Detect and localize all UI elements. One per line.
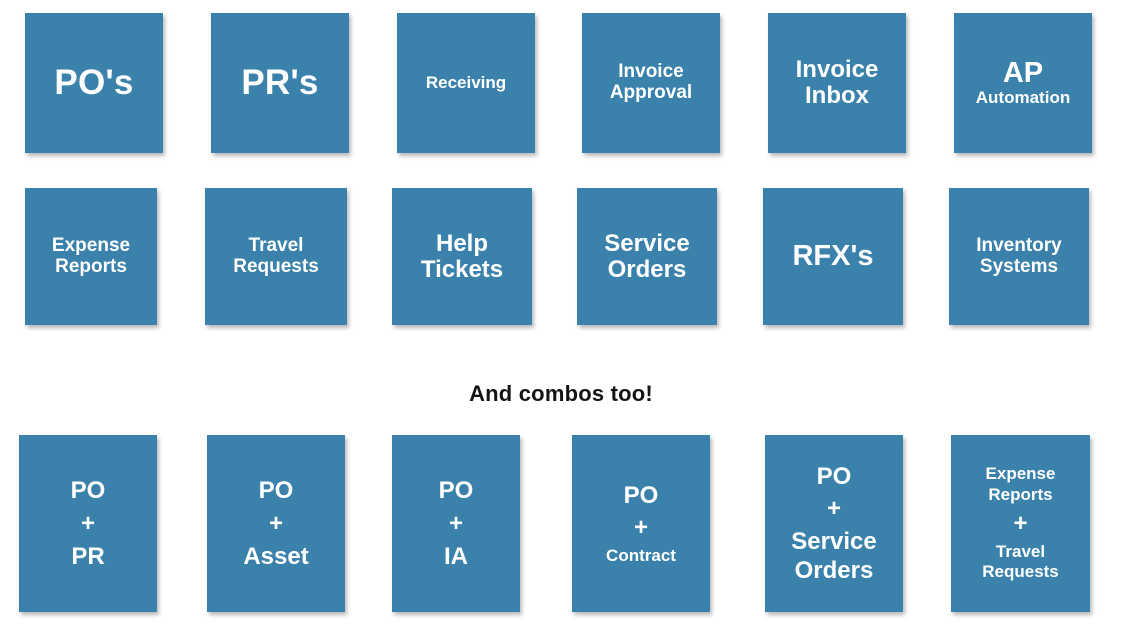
tile-label-line: Expense: [51, 234, 131, 256]
tile-label-line: PO: [258, 477, 294, 505]
tile-label-line: Reports: [988, 484, 1053, 504]
plus-separator: +: [80, 509, 95, 537]
tile-1-2[interactable]: PR's: [211, 13, 349, 153]
tile-label-line: PO's: [54, 63, 134, 103]
tile-label-line: Systems: [979, 255, 1059, 277]
tile-label-line: PO: [438, 477, 474, 505]
plus-separator: +: [633, 513, 648, 541]
tile-label-line: Reports: [55, 255, 127, 277]
tile-label-line: Requests: [233, 255, 319, 277]
tile-2-5[interactable]: RFX's: [763, 188, 903, 325]
tile-label-line: Expense: [985, 464, 1056, 484]
tile-label-line: Service: [604, 229, 690, 257]
tile-label-line: Approval: [609, 82, 693, 103]
plus-separator: +: [1013, 509, 1028, 537]
tile-3-4[interactable]: PO + Contract: [572, 435, 710, 612]
tile-label-line: Inbox: [805, 82, 869, 109]
tile-label-line: Orders: [607, 255, 687, 283]
tile-label-line: Service: [791, 527, 877, 555]
tile-1-1[interactable]: PO's: [25, 13, 163, 153]
tile-label-line: Invoice: [795, 56, 879, 84]
tile-label-line: Travel: [995, 541, 1046, 561]
tile-label-line: PR's: [241, 63, 319, 103]
tile-label-line: Asset: [243, 542, 309, 570]
tile-label-line: Invoice: [618, 61, 684, 83]
tile-label-line: AP: [1002, 57, 1044, 90]
tile-label-line: PR: [71, 542, 105, 570]
tile-label-line: Automation: [975, 88, 1071, 108]
plus-separator: +: [826, 494, 841, 522]
tile-label-line: Receiving: [425, 72, 507, 92]
tile-label-line: PO: [816, 462, 852, 490]
tile-label-line: IA: [444, 542, 468, 570]
tile-3-2[interactable]: PO + Asset: [207, 435, 345, 612]
tile-1-3[interactable]: Receiving: [397, 13, 535, 153]
tile-label-line: Requests: [982, 562, 1059, 582]
tile-label-line: Contract: [606, 545, 676, 565]
tile-3-1[interactable]: PO + PR: [19, 435, 157, 612]
plus-separator: +: [268, 509, 283, 537]
tile-label-line: Orders: [794, 557, 874, 585]
tile-label-line: Help: [435, 229, 488, 257]
tile-label-line: PO: [623, 481, 659, 509]
tile-label-line: Tickets: [420, 255, 504, 283]
plus-separator: +: [448, 509, 463, 537]
tile-label-line: Travel: [248, 234, 304, 256]
section-heading-combos: And combos too!: [469, 381, 653, 406]
tile-label-line: Inventory: [976, 234, 1062, 256]
tile-label-line: PO: [70, 477, 106, 505]
tile-label-line: RFX's: [792, 239, 874, 272]
tile-3-3[interactable]: PO + IA: [392, 435, 520, 612]
